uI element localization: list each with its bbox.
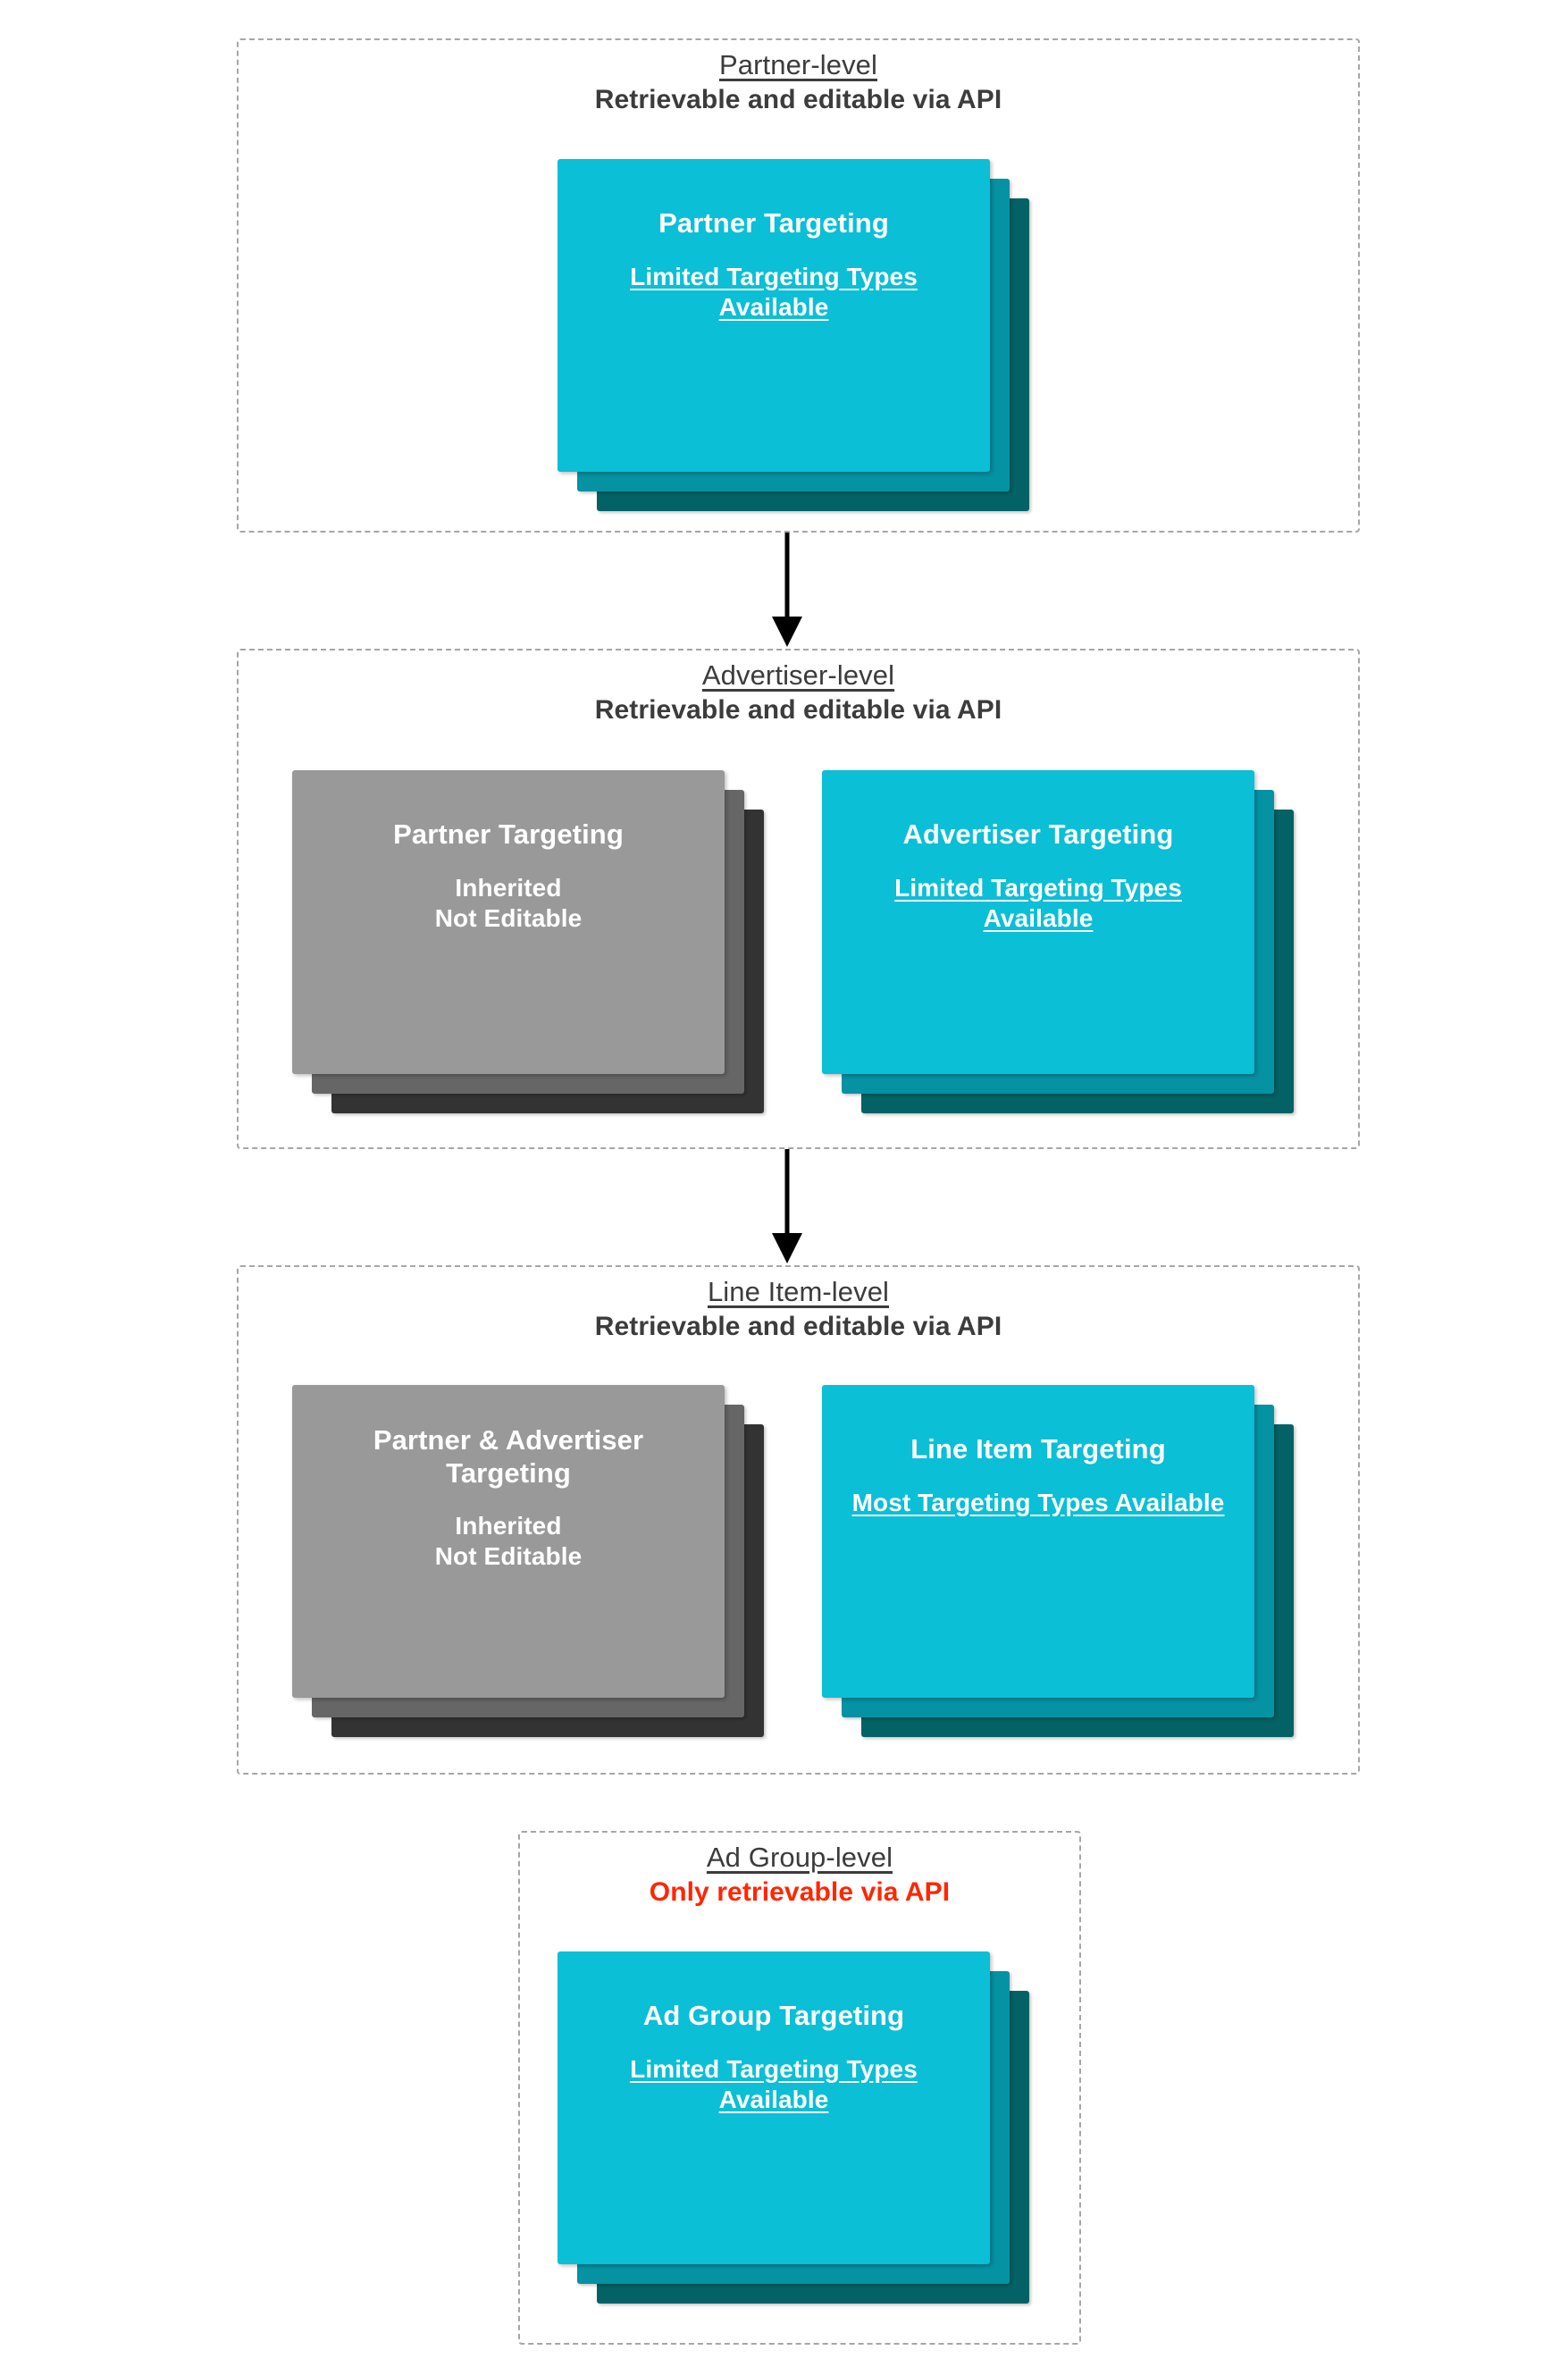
level-name-adgroup: Ad Group-level [706,1842,893,1873]
level-box-adgroup [518,1831,1081,2345]
card-stack-advertiser-partner-targeting[interactable]: Partner Targeting Inherited Not Editable [292,770,775,1128]
card-title: Advertiser Targeting [902,818,1174,850]
card-note: Inherited Not Editable [434,1512,583,1571]
card-stack-adgroup-targeting[interactable]: Ad Group Targeting Limited Targeting Typ… [558,1952,1040,2309]
card-stack-lineitem-inherited-targeting[interactable]: Partner & Advertiser Targeting Inherited… [292,1385,775,1760]
level-header-adgroup: Ad Group-level Only retrievable via API [518,1843,1081,1906]
card-layer-front[interactable]: Advertiser Targeting Limited Targeting T… [822,770,1254,1074]
card-layer-front[interactable]: Partner Targeting Limited Targeting Type… [558,159,990,472]
level-header-advertiser: Advertiser-level Retrievable and editabl… [237,661,1360,724]
level-box-advertiser [237,649,1360,1149]
connector-arrow-advertiser-to-lineitem [772,1149,802,1263]
card-title: Partner & Advertiser Targeting [373,1424,644,1489]
level-name-advertiser: Advertiser-level [701,659,895,691]
level-name-partner: Partner-level [718,49,878,80]
card-title: Line Item Targeting [910,1433,1166,1465]
card-layer-front[interactable]: Partner & Advertiser Targeting Inherited… [292,1385,725,1698]
level-api-note-partner: Retrievable and editable via API [594,85,1002,114]
level-header-lineitem: Line Item-level Retrievable and editable… [237,1278,1360,1340]
card-title: Partner Targeting [393,818,624,850]
card-title: Partner Targeting [658,207,889,239]
card-note: Inherited Not Editable [434,873,583,932]
level-api-note-advertiser: Retrievable and editable via API [594,695,1002,725]
card-layer-front[interactable]: Partner Targeting Inherited Not Editable [292,770,725,1074]
card-note: Limited Targeting Types Available [630,262,918,321]
connector-arrow-partner-to-advertiser [772,533,802,647]
card-stack-lineitem-targeting[interactable]: Line Item Targeting Most Targeting Types… [822,1385,1304,1760]
level-api-note-lineitem: Retrievable and editable via API [594,1312,1002,1341]
card-note: Limited Targeting Types Available [894,873,1182,932]
level-name-lineitem: Line Item-level [707,1276,890,1307]
level-api-note-adgroup: Only retrievable via API [649,1877,951,1907]
card-title: Ad Group Targeting [642,2000,905,2031]
card-note: Most Targeting Types Available [851,1488,1225,1516]
card-stack-advertiser-targeting[interactable]: Advertiser Targeting Limited Targeting T… [822,770,1304,1128]
card-layer-front[interactable]: Line Item Targeting Most Targeting Types… [822,1385,1254,1698]
card-layer-front[interactable]: Ad Group Targeting Limited Targeting Typ… [558,1952,990,2264]
card-note: Limited Targeting Types Available [630,2054,918,2113]
level-box-lineitem [237,1265,1360,1775]
level-header-partner: Partner-level Retrievable and editable v… [237,51,1360,113]
card-stack-partner-targeting[interactable]: Partner Targeting Limited Targeting Type… [558,159,1040,516]
level-box-partner [237,38,1360,533]
